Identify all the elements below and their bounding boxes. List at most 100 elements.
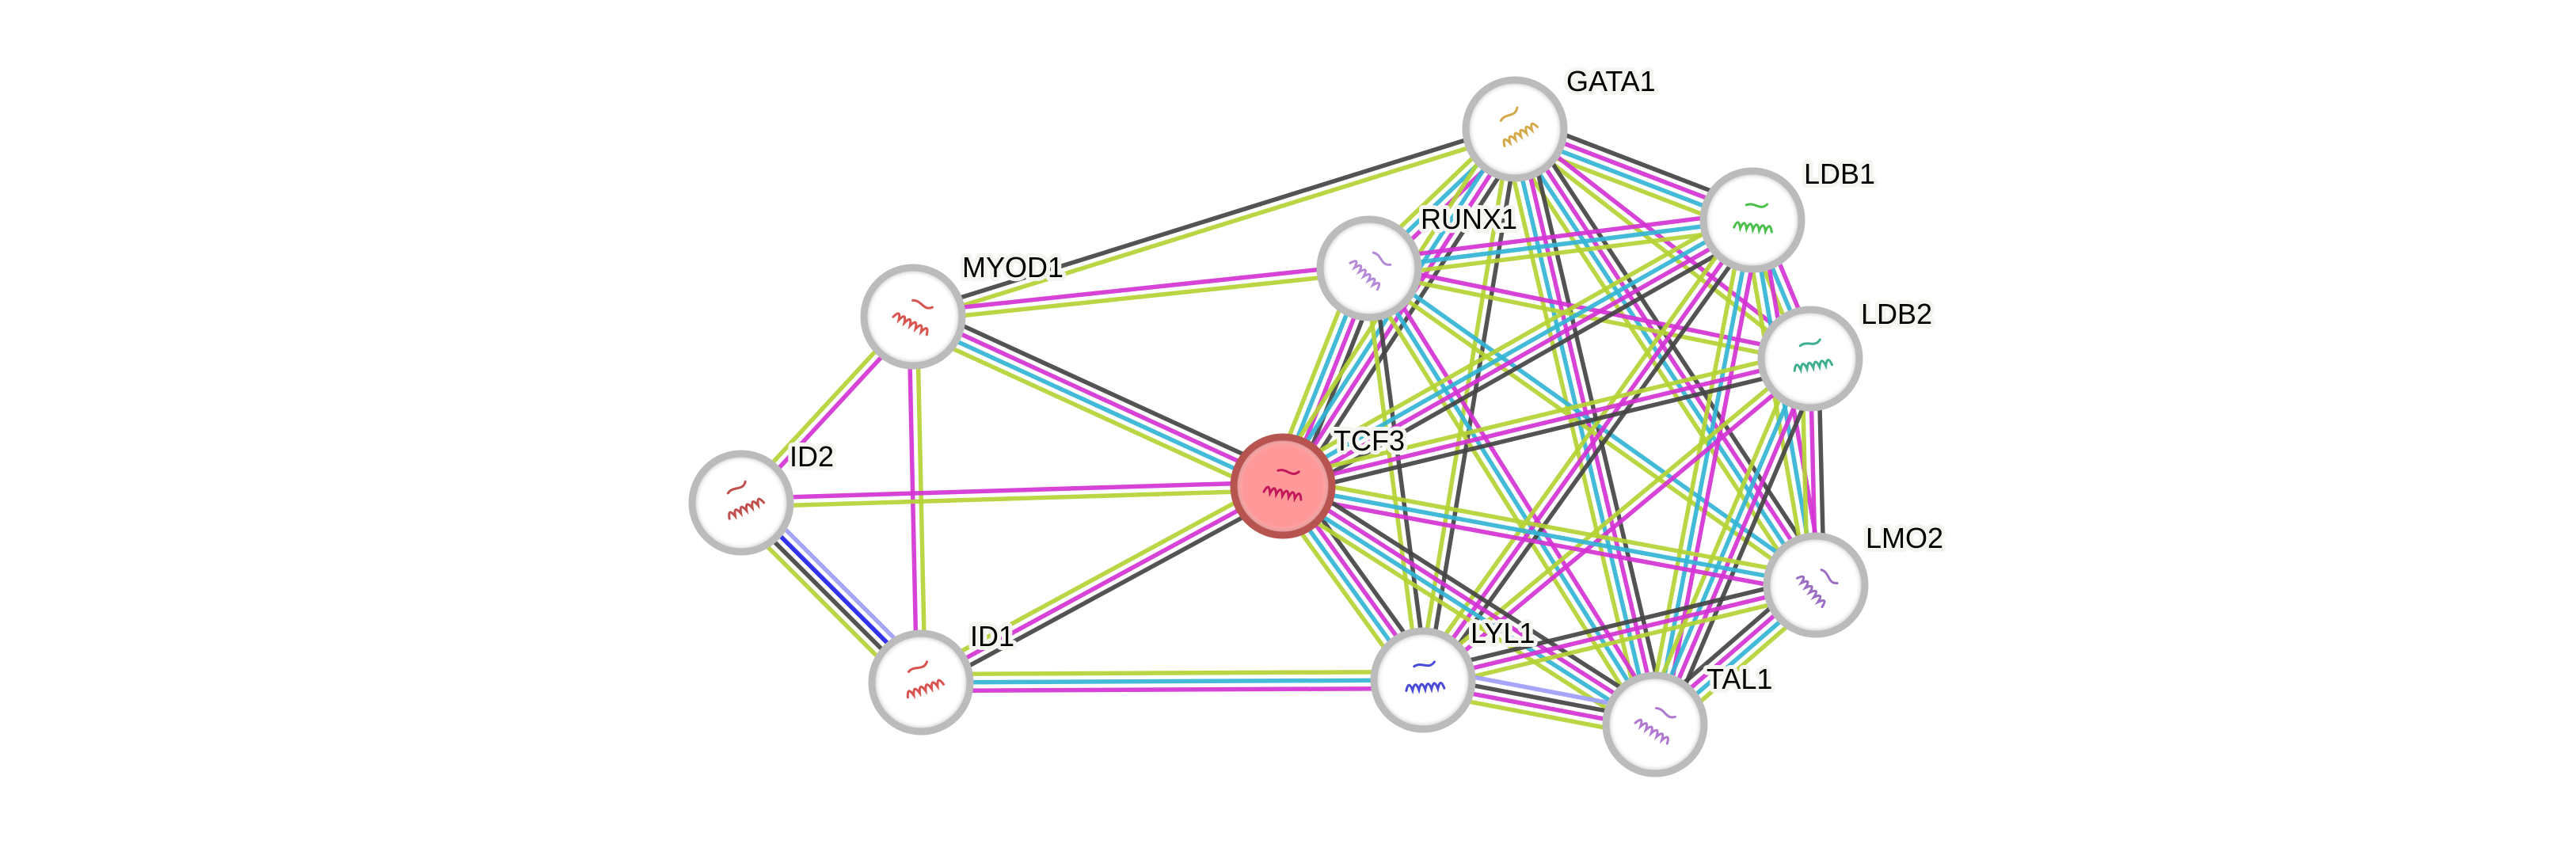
edge-myod1-gata1[interactable]	[911, 123, 1517, 323]
evidence-line-black	[1664, 363, 1825, 731]
node-shade	[1377, 634, 1469, 726]
evidence-line-yellowgreen	[913, 131, 1517, 323]
node-shade	[875, 637, 967, 728]
edge-id1-tcf3[interactable]	[915, 477, 1288, 692]
node-shade	[1609, 679, 1701, 770]
protein-structure-icon	[1733, 203, 1773, 236]
evidence-line-black	[1420, 575, 1815, 675]
evidence-line-yellowgreen	[1641, 352, 1802, 720]
edge-runx1-lyl1[interactable]	[1363, 267, 1429, 682]
evidence-line-yellowgreen	[1280, 348, 1809, 481]
evidence-line-black	[917, 303, 1289, 477]
node-label-ldb2[interactable]: LDB2	[1857, 294, 1936, 334]
edge-runx1-ldb1[interactable]	[1368, 209, 1754, 279]
evidence-line-yellowgreen	[1424, 591, 1819, 690]
edge-myod1-tcf3[interactable]	[907, 303, 1289, 500]
node-label-ldb1[interactable]: LDB1	[1800, 154, 1879, 194]
evidence-line-yellowgreen	[913, 270, 1370, 323]
node-tal1[interactable]	[1602, 671, 1708, 777]
evidence-line-magenta	[1661, 221, 1764, 727]
evidence-line-black	[1425, 129, 1521, 682]
evidence-line-black	[911, 123, 1515, 315]
evidence-line-magenta	[1657, 359, 1817, 728]
node-ldb2[interactable]	[1757, 306, 1863, 412]
node-label-tcf3[interactable]: TCF3	[1330, 420, 1409, 461]
node-shade	[867, 271, 959, 363]
edge-ldb1-tcf3[interactable]	[1275, 207, 1760, 500]
protein-structure-icon	[1796, 568, 1839, 608]
evidence-line-magenta	[912, 262, 1369, 315]
evidence-line-magenta	[740, 480, 1283, 501]
edge-id2-tcf3[interactable]	[740, 480, 1284, 509]
evidence-line-black	[1371, 267, 1429, 680]
node-shade	[1323, 222, 1415, 314]
evidence-line-cyan	[1279, 488, 1654, 730]
node-id2[interactable]	[688, 450, 794, 556]
edge-myod1-runx1[interactable]	[912, 262, 1370, 323]
evidence-line-cyan	[1649, 355, 1809, 724]
node-shade	[1469, 83, 1561, 175]
evidence-line-yellowgreen	[741, 488, 1284, 509]
evidence-line-magenta	[921, 686, 1424, 694]
evidence-line-yellowgreen	[1363, 268, 1421, 682]
node-label-tal1[interactable]: TAL1	[1703, 659, 1776, 699]
evidence-line-magenta	[1422, 583, 1817, 682]
node-runx1[interactable]	[1316, 215, 1422, 321]
node-label-myod1[interactable]: MYOD1	[958, 247, 1067, 287]
edge-lmo2-lyl1[interactable]	[1420, 575, 1819, 690]
evidence-line-yellowgreen	[1511, 130, 1809, 364]
node-label-gata1[interactable]: GATA1	[1562, 61, 1660, 101]
evidence-line-magenta	[1421, 219, 1755, 682]
evidence-line-magenta	[1368, 209, 1752, 263]
evidence-line-black	[1523, 120, 1828, 580]
node-shade	[1770, 539, 1862, 631]
evidence-line-yellowgreen	[1644, 218, 1747, 724]
nodes-layer	[688, 76, 1869, 777]
node-label-runx1[interactable]: RUNX1	[1417, 199, 1521, 239]
edge-tcf3-lmo2[interactable]	[1280, 475, 1818, 596]
node-lyl1[interactable]	[1370, 627, 1476, 733]
node-label-id1[interactable]: ID1	[966, 616, 1018, 656]
edge-tcf3-tal1[interactable]	[1275, 473, 1663, 737]
protein-structure-icon	[1499, 106, 1539, 147]
evidence-line-yellowgreen	[1500, 131, 1646, 728]
evidence-line-black	[923, 491, 1288, 692]
protein-structure-icon	[892, 298, 934, 336]
evidence-line-yellowgreen	[1414, 214, 1748, 677]
evidence-line-yellowgreen	[1275, 494, 1649, 737]
evidence-line-magenta	[1282, 356, 1811, 489]
evidence-line-yellowgreen	[1275, 207, 1748, 477]
protein-structure-icon	[1634, 706, 1676, 745]
node-tcf3[interactable]	[1230, 433, 1336, 539]
evidence-line-magenta	[919, 484, 1284, 685]
node-lmo2[interactable]	[1763, 532, 1869, 638]
evidence-line-magenta	[1284, 222, 1756, 492]
node-label-lyl1[interactable]: LYL1	[1467, 613, 1539, 653]
node-label-id2[interactable]: ID2	[786, 436, 838, 477]
node-myod1[interactable]	[860, 264, 966, 370]
node-gata1[interactable]	[1462, 76, 1568, 182]
evidence-line-yellowgreen	[1284, 475, 1818, 580]
evidence-line-cyan	[1280, 215, 1752, 485]
evidence-line-yellowgreen	[915, 477, 1280, 678]
protein-structure-icon	[726, 480, 766, 520]
evidence-line-black	[1288, 229, 1760, 500]
edge-ldb2-lyl1[interactable]	[1418, 353, 1815, 686]
edge-id1-lyl1[interactable]	[920, 669, 1424, 694]
evidence-line-yellowgreen	[1418, 353, 1809, 679]
evidence-line-cyan	[1653, 219, 1755, 725]
node-shade	[1707, 174, 1798, 266]
protein-structure-icon	[1262, 469, 1303, 503]
evidence-line-magenta	[914, 310, 1286, 485]
node-id1[interactable]	[868, 629, 974, 736]
node-label-lmo2[interactable]: LMO2	[1862, 518, 1947, 558]
evidence-line-yellowgreen	[920, 669, 1423, 677]
edge-ldb1-tal1[interactable]	[1644, 218, 1764, 727]
node-ldb1[interactable]	[1699, 167, 1805, 273]
evidence-line-cyan	[1282, 484, 1817, 587]
evidence-line-yellowgreen	[1369, 226, 1754, 279]
evidence-line-yellowgreen	[907, 325, 1279, 500]
edge-ldb2-tal1[interactable]	[1641, 352, 1825, 731]
edge-ldb2-tcf3[interactable]	[1280, 348, 1813, 496]
